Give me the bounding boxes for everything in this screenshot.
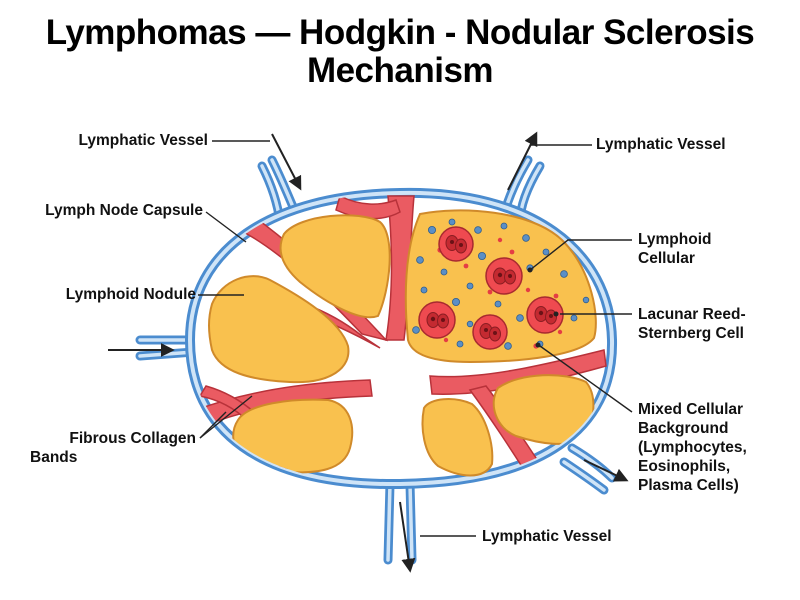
- arrow-out-top-right-icon: [507, 131, 538, 191]
- rs-cell-3: [526, 296, 564, 334]
- rs-cell-1: [438, 226, 474, 262]
- label-fibrous-collagen-bands-line-2: Bands: [30, 449, 78, 466]
- label-fibrous-collagen-bands-line-1: Fibrous Collagen: [69, 430, 196, 447]
- label-mixed-background-line-3: (Lymphocytes,: [638, 439, 747, 456]
- label-lymphatic-vessel-bottom: Lymphatic Vessel: [482, 528, 612, 545]
- label-lacunar-rs-cell-line-2: Sternberg Cell: [638, 325, 744, 342]
- leader-dot-lymphoid-cellular: [527, 267, 533, 273]
- rs-cell-4: [418, 301, 456, 339]
- lymphatic-vessels: [135, 155, 617, 565]
- flow-arrows: [108, 131, 629, 573]
- nodule-left: [208, 275, 350, 384]
- rs-cell-5: [472, 314, 508, 350]
- label-mixed-background: Mixed Cellular Background (Lymphocytes, …: [638, 400, 788, 495]
- leader-lymph-node-capsule: [205, 211, 247, 243]
- page-title: Lymphomas — Hodgkin - Nodular Sclerosis …: [0, 14, 800, 90]
- label-lymphatic-vessel-top-left: Lymphatic Vessel: [78, 132, 208, 149]
- leader-mixed-background: [539, 345, 633, 413]
- arrow-out-bottom-right-icon: [583, 459, 629, 482]
- leader-lines: [198, 140, 633, 537]
- label-lymph-node-capsule: Lymph Node Capsule: [45, 202, 203, 219]
- arrow-in-top-left-icon: [271, 133, 302, 191]
- label-lacunar-rs-cell-line-1: Lacunar Reed-: [638, 306, 746, 323]
- label-fibrous-collagen-bands: Fibrous Collagen Bands: [20, 429, 196, 467]
- label-lymphoid-nodule: Lymphoid Nodule: [65, 286, 196, 303]
- arrow-out-bottom-icon: [399, 501, 416, 573]
- leader-dot-mixed-background: [535, 342, 541, 348]
- label-mixed-background-line-2: Background: [638, 420, 729, 437]
- label-lymphatic-vessel-top-right: Lymphatic Vessel: [596, 136, 726, 153]
- leader-lymphoid-cellular: [529, 239, 632, 271]
- label-lacunar-rs-cell: Lacunar Reed- Sternberg Cell: [638, 305, 788, 343]
- nodule-bottom-center: [421, 398, 494, 477]
- leader-fibrous-collagen-bands-b: [199, 395, 253, 439]
- nodule-top-left: [279, 214, 391, 319]
- title-line-1: Lymphomas — Hodgkin - Nodular Sclerosis: [45, 13, 755, 52]
- title-line-2: Mechanism: [306, 51, 494, 90]
- label-lymphoid-cellular-line-2: Cellular: [638, 250, 695, 267]
- nodule-bottom-left: [232, 398, 354, 474]
- reed-sternberg-cells: [418, 226, 564, 350]
- label-mixed-background-line-5: Plasma Cells): [638, 477, 739, 494]
- label-lymphoid-cellular-line-1: Lymphoid: [638, 231, 712, 248]
- label-mixed-background-line-4: Eosinophils,: [638, 458, 731, 475]
- leader-dot-lacunar-rs-cell: [553, 311, 559, 317]
- label-mixed-background-line-1: Mixed Cellular: [638, 401, 744, 418]
- label-lymphoid-cellular: Lymphoid Cellular: [638, 230, 788, 268]
- rs-cell-2: [485, 257, 523, 295]
